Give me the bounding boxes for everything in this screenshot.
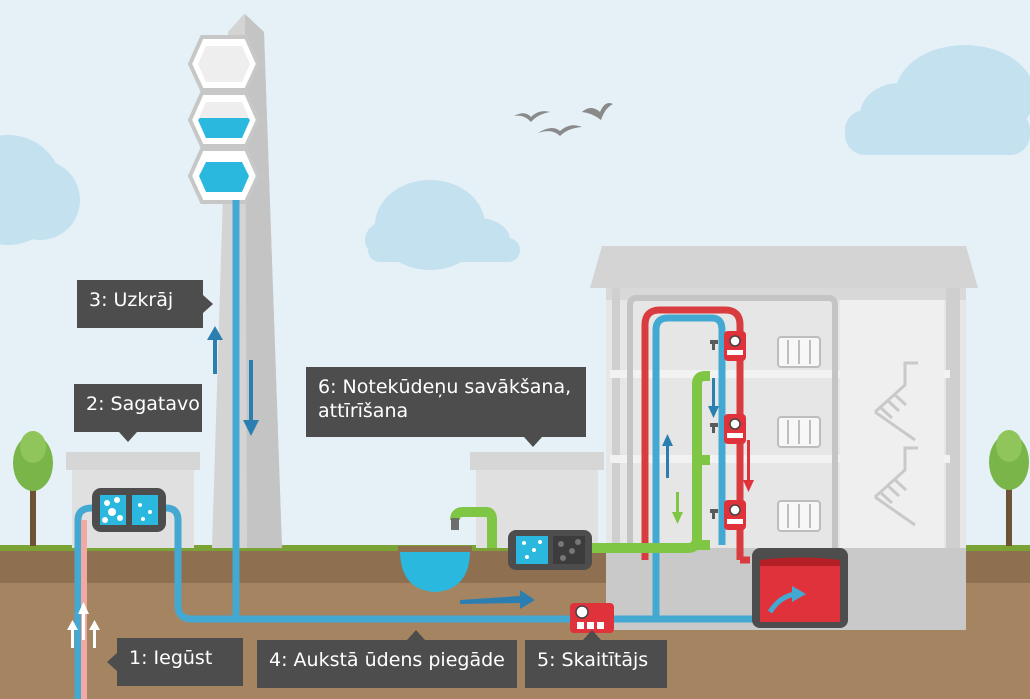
sewage-basin [398, 546, 472, 592]
radiator-bottom-icon [777, 500, 821, 532]
arrow-up-extract-icon [67, 602, 100, 648]
label-treat-pointer [119, 432, 137, 442]
water-tank-empty-icon [187, 35, 261, 92]
cloud-middle-icon [365, 180, 520, 270]
water-filter-icon [92, 488, 166, 532]
apartment-meter-bottom-icon [724, 500, 746, 530]
tap-icons [710, 340, 718, 519]
cloud-left-icon [0, 135, 80, 245]
label-store-pointer [203, 295, 213, 313]
label-meter-pointer [583, 630, 601, 640]
birds-icon [514, 103, 613, 136]
label-supply: 4: Aukstā ūdens piegāde [257, 640, 517, 688]
label-wastewater-line2: attīrīšana [318, 400, 409, 422]
arrow-down-tower-icon [243, 360, 259, 436]
label-treat-text: 2: Sagatavo [86, 393, 200, 415]
label-store-text: 3: Uzkrāj [89, 289, 174, 311]
water-tank-half-icon [187, 91, 261, 148]
arrow-up-cold-icon [662, 434, 673, 478]
water-heater-icon [752, 548, 848, 628]
label-extract-pointer [107, 653, 117, 671]
label-meter-text: 5: Skaitītājs [537, 649, 649, 671]
label-wastewater-pointer [524, 437, 542, 447]
water-meter-icon [570, 603, 614, 633]
radiator-middle-icon [777, 416, 821, 448]
wastewater-filter-icon [508, 530, 592, 570]
label-wastewater: 6: Notekūdeņu savākšana, attīrīšana [306, 367, 586, 437]
arrow-down-waste-icon [672, 492, 683, 524]
tree-right-icon [989, 430, 1029, 546]
arrow-right-supply-icon [460, 590, 535, 609]
label-extract-text: 1: Iegūst [129, 647, 213, 669]
water-tank-full-icon [187, 147, 261, 204]
label-meter: 5: Skaitītājs [525, 640, 667, 688]
faucet-icon [451, 518, 459, 530]
flow-arrows [67, 326, 754, 648]
cold-water-pipes [74, 200, 755, 699]
arrow-up-tower-icon [207, 326, 223, 374]
apartment-meter-top-icon [724, 331, 746, 361]
tree-left-icon [13, 431, 53, 546]
label-treat: 2: Sagatavo [74, 384, 202, 432]
label-supply-pointer [407, 630, 425, 640]
label-supply-text: 4: Aukstā ūdens piegāde [269, 649, 505, 671]
label-store: 3: Uzkrāj [77, 280, 203, 328]
radiator-top-icon [777, 336, 821, 368]
wastewater-pipes [450, 371, 710, 553]
hot-water-pipes [641, 306, 750, 564]
apartment-meter-middle-icon [724, 414, 746, 444]
arrow-down-cold-icon [708, 378, 719, 418]
arrow-down-hot-icon [743, 440, 754, 492]
label-wastewater-line1: 6: Notekūdeņu savākšana, [318, 376, 572, 398]
cloud-right-icon [845, 45, 1030, 155]
label-extract: 1: Iegūst [117, 638, 243, 686]
staircase [873, 361, 918, 527]
